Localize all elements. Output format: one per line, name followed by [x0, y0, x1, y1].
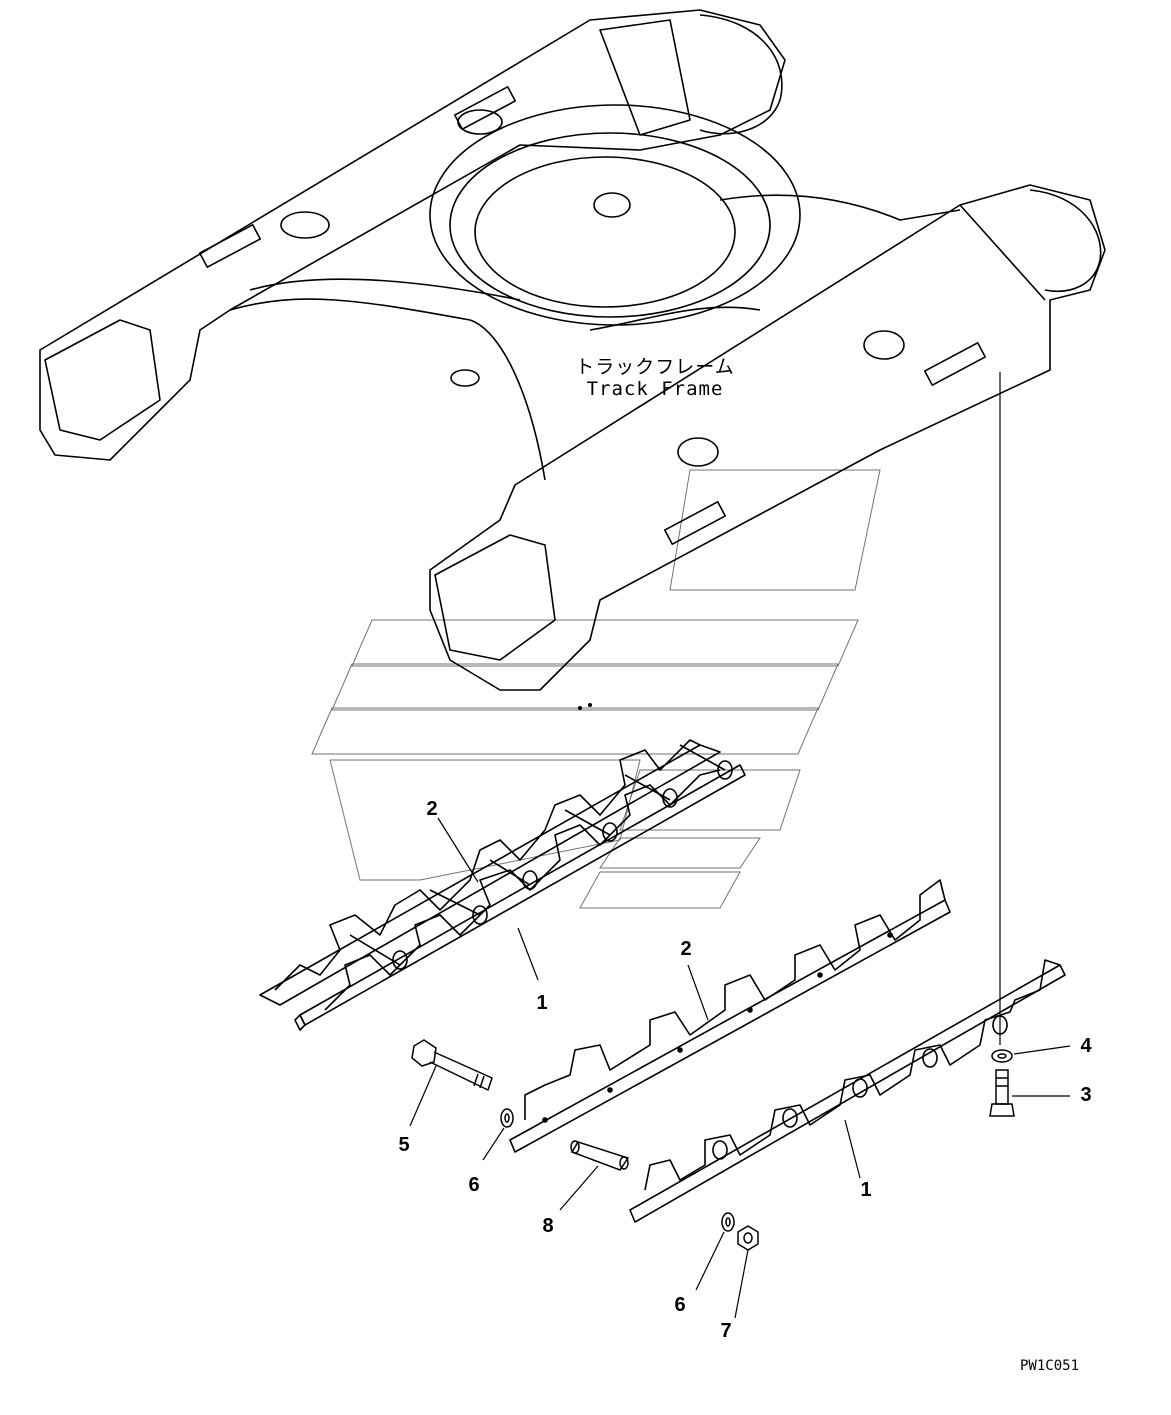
- washer-6a: [500, 1108, 514, 1128]
- washer-4: [991, 1049, 1013, 1063]
- watermark-logo: [311, 469, 881, 909]
- callout-3-bolt: 3: [1080, 1084, 1092, 1106]
- track-guard-assembly: [259, 739, 746, 1031]
- callout-6-washer-upper: 6: [468, 1174, 480, 1196]
- callout-5-bolt: 5: [398, 1134, 410, 1156]
- callout-1-installed: 1: [536, 992, 548, 1014]
- drawing-code: PW1C051: [1020, 1358, 1080, 1374]
- guard-rail-part-2: [509, 879, 951, 1153]
- guard-rail-part-1: [629, 959, 1066, 1223]
- frame-label-en: Track Frame: [586, 378, 724, 400]
- callout-1-rail: 1: [860, 1179, 872, 1201]
- callout-2-installed: 2: [426, 798, 438, 820]
- washer-6b: [721, 1212, 735, 1232]
- nut-7: [737, 1225, 759, 1251]
- track-frame: [39, 9, 1106, 691]
- callout-6-washer-lower: 6: [674, 1294, 686, 1316]
- leader-1a: [517, 927, 539, 981]
- bolt-3: [989, 1069, 1015, 1117]
- spacer-8: [570, 1140, 630, 1171]
- bolt-5: [411, 1039, 493, 1092]
- callout-2-rail: 2: [680, 938, 692, 960]
- callout-4-washer: 4: [1080, 1035, 1092, 1057]
- leader-2b: [687, 964, 709, 1021]
- leader-2a: [437, 817, 479, 883]
- leader-1b: [844, 1119, 861, 1179]
- frame-label-jp: トラックフレーム: [575, 356, 735, 378]
- callout-7-nut: 7: [720, 1320, 732, 1342]
- callout-8-spacer: 8: [542, 1215, 554, 1237]
